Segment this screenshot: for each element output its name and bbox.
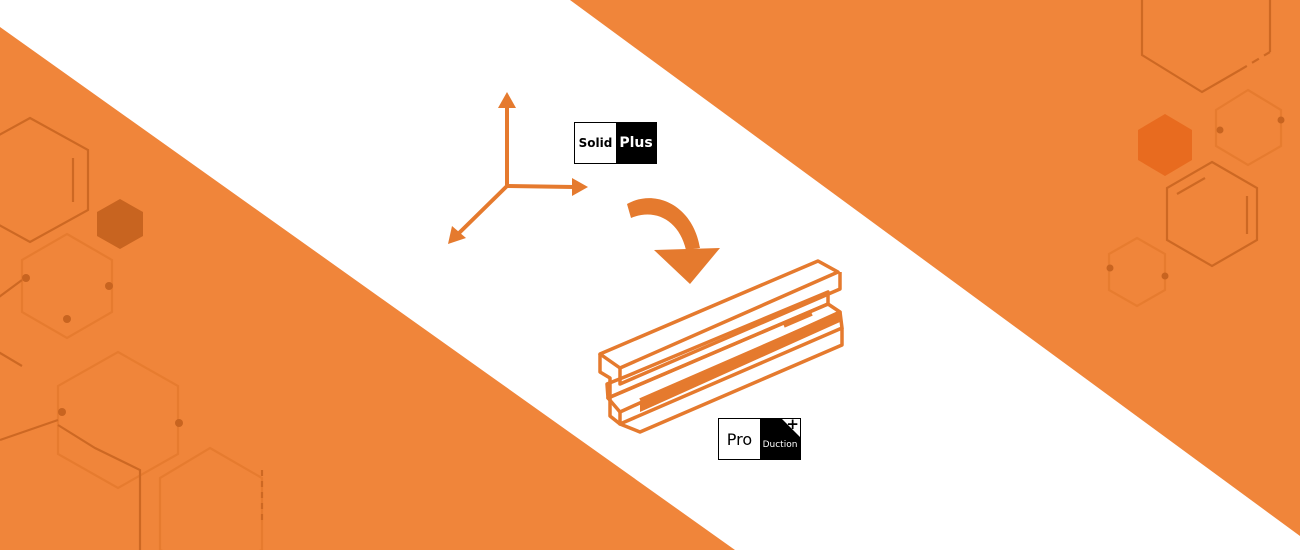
curved-arrow-icon [627,198,720,284]
left-hexagon-dots [22,274,183,427]
right-hexagon-dots [1106,116,1285,280]
right-hexagon-pattern [1107,0,1283,308]
solidplus-logo: Solid Plus [574,122,657,164]
solidplus-logo-left: Solid [575,123,616,163]
production-logo-right: + Duction [760,415,800,459]
solidplus-logo-right: Plus [616,123,656,163]
production-logo-plus-mark: + [786,415,799,433]
profile-shaded-face [640,312,840,412]
right-solid-hexagon [1138,114,1192,176]
left-hexagon-pattern [0,116,264,550]
axes-arrowheads [448,92,588,244]
production-logo-corner [782,419,800,437]
left-solid-hexagon [97,199,143,249]
production-logo-right-text: Duction [762,440,798,450]
left-orange-band [0,0,735,550]
right-orange-band [570,0,1300,536]
aluminium-profile-icon [598,259,844,434]
production-logo-left: Pro [719,419,760,459]
xyz-axes-icon [454,102,576,238]
production-logo: Pro + Duction [718,415,801,460]
